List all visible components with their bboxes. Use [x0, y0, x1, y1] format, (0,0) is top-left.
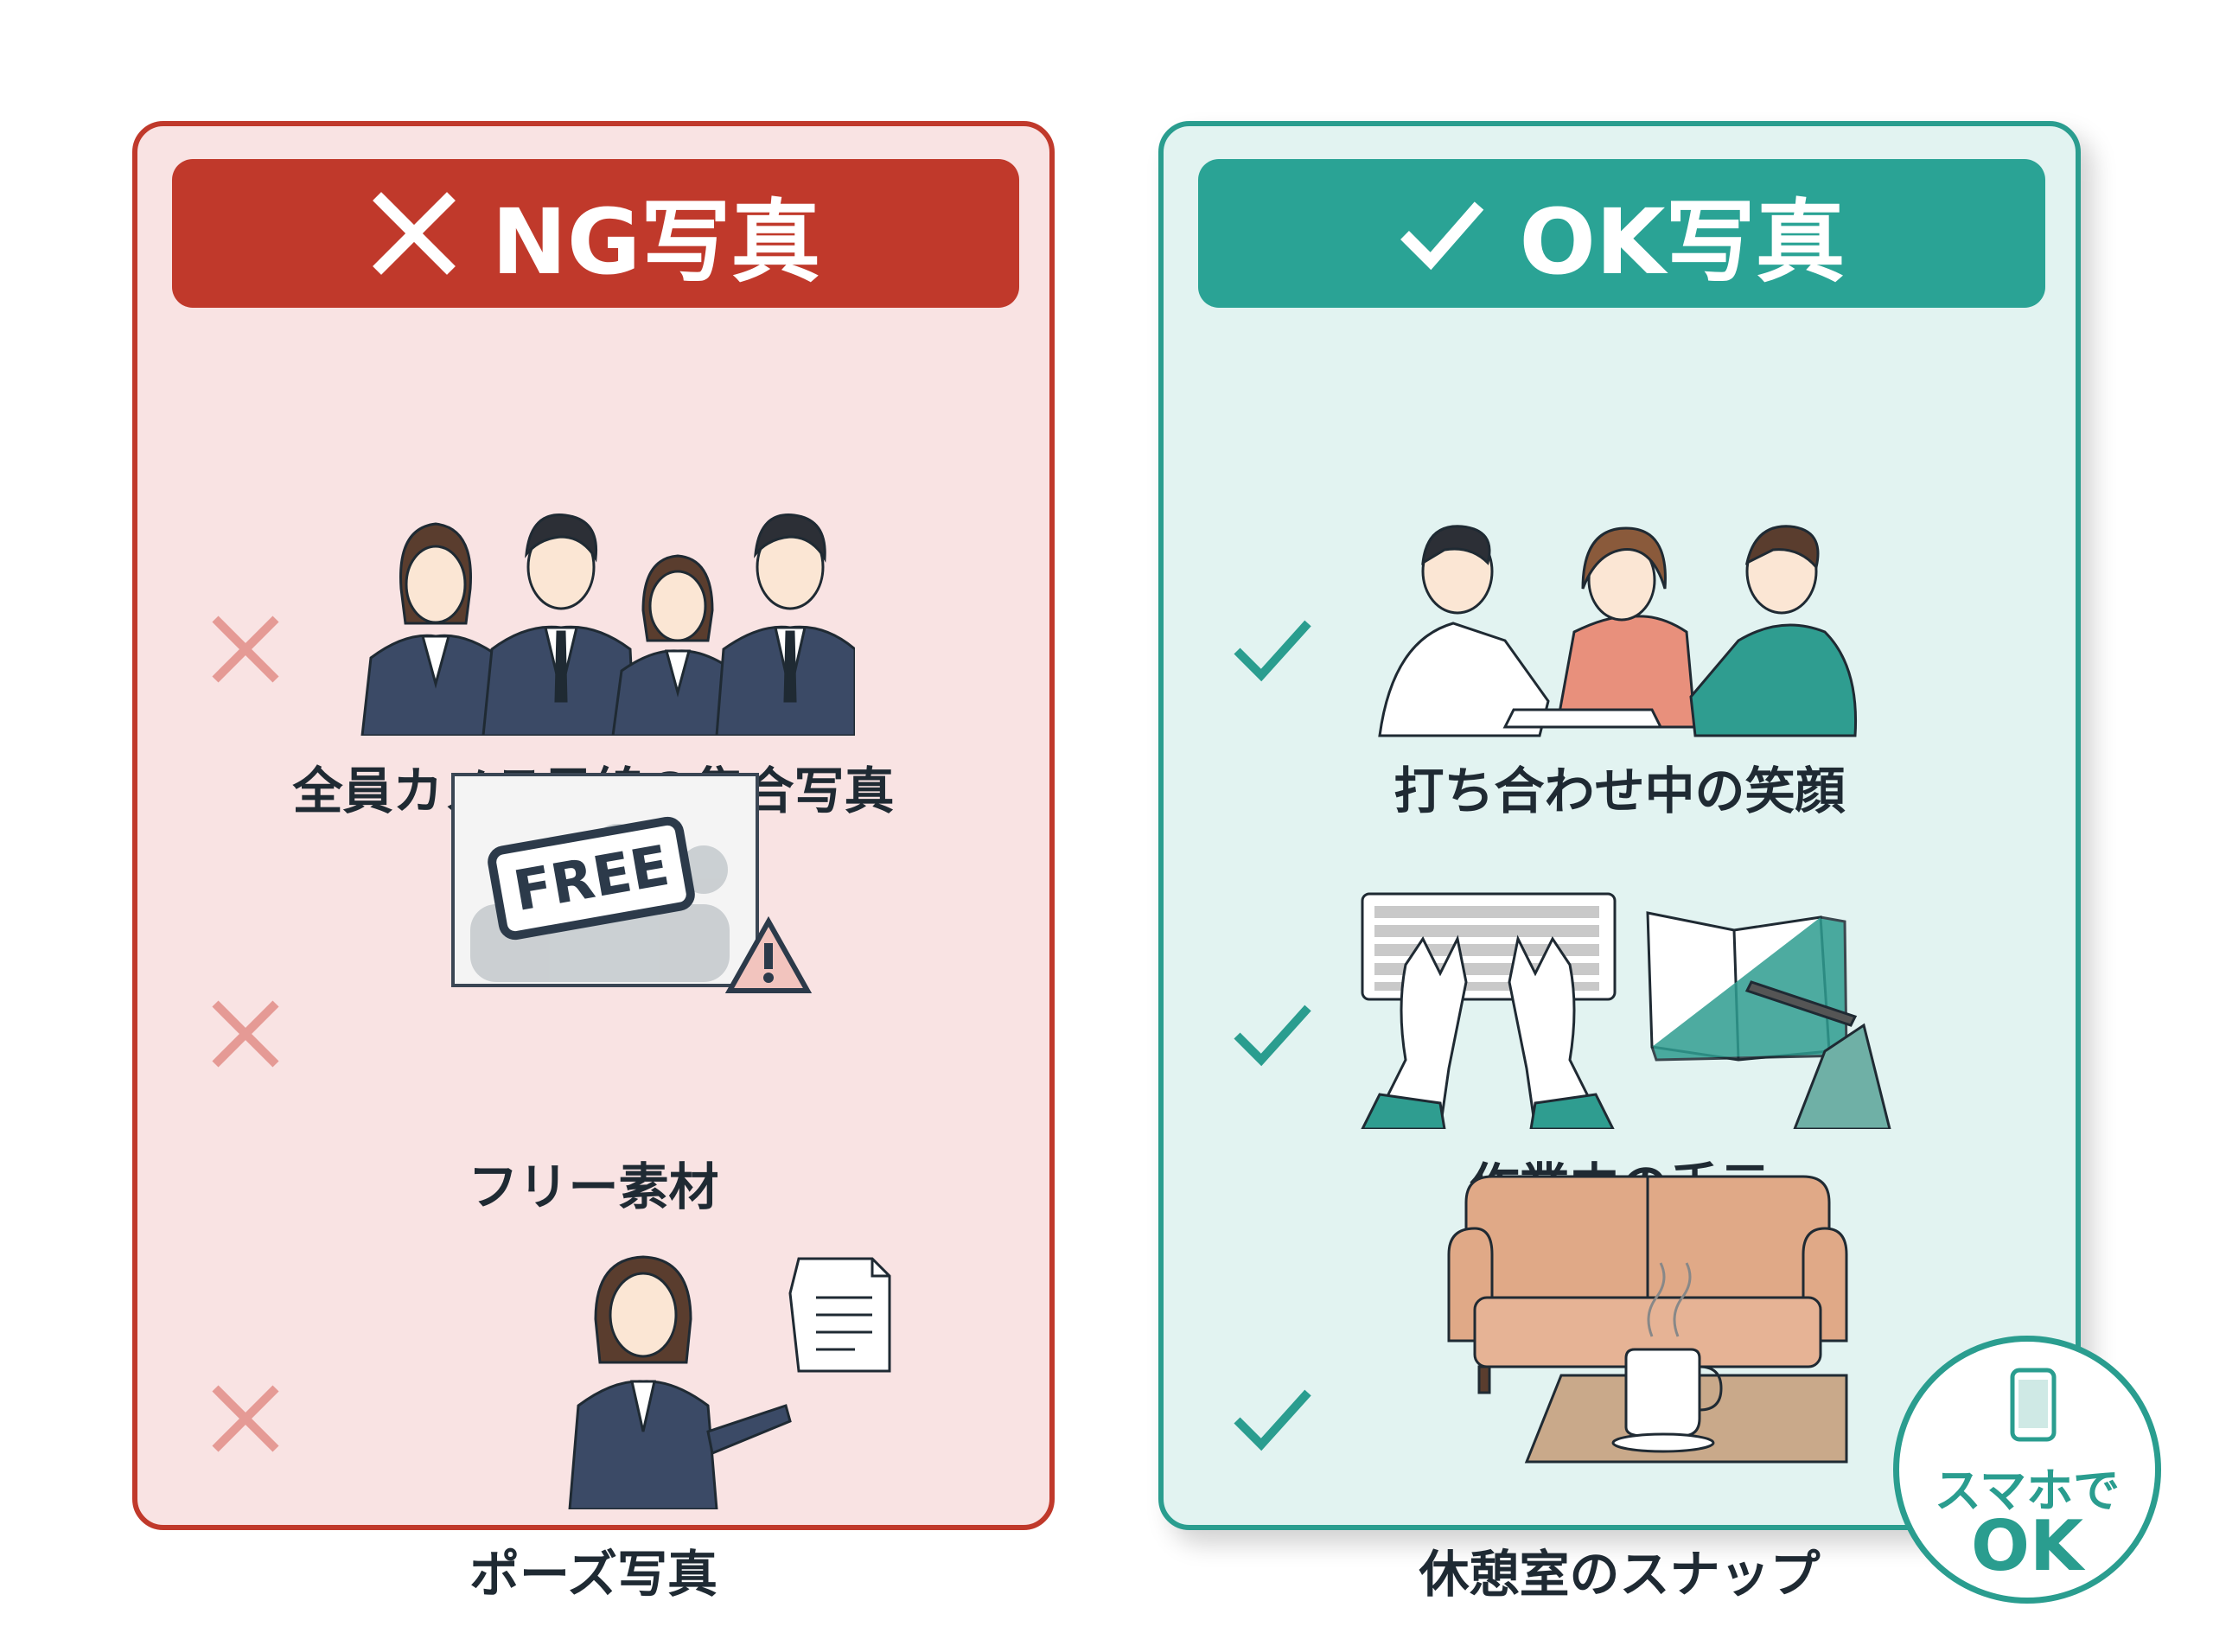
- free-stock-photo-illustration: FREE: [451, 773, 813, 993]
- ng-panel: NG写真: [132, 121, 1055, 1604]
- check-mark-icon: [1234, 1005, 1311, 1067]
- ok-panel: OK写真 打ち合わせ中の笑顔: [1158, 121, 2081, 1604]
- smartphone-ok-badge: スマホで OK: [1893, 1336, 2161, 1604]
- ng-item-label: ポーズ写真: [469, 1545, 718, 1604]
- cross-mark-icon: [212, 1000, 279, 1068]
- ng-header: NG写真: [172, 159, 1019, 308]
- badge-line1: スマホで: [1934, 1464, 2121, 1518]
- check-icon: [1400, 201, 1484, 271]
- check-mark-icon: [1234, 1389, 1311, 1451]
- group-photo-illustration: [360, 513, 855, 736]
- cross-icon: [372, 192, 456, 275]
- ng-item-label: フリー素材: [468, 1158, 719, 1216]
- posed-photo-illustration: [568, 1255, 891, 1509]
- ok-title: OK写真: [1519, 188, 1846, 295]
- break-room-illustration: [1447, 1175, 1848, 1464]
- smartphone-icon: [2010, 1368, 2057, 1442]
- meeting-smile-illustration: [1378, 525, 1858, 737]
- badge-line2: OK: [1971, 1506, 2083, 1586]
- cross-mark-icon: [212, 1385, 279, 1452]
- check-mark-icon: [1234, 620, 1311, 682]
- ok-item-label: 打ち合わせ中の笑顔: [1393, 762, 1846, 820]
- cross-mark-icon: [212, 616, 279, 683]
- ng-title: NG写真: [491, 188, 821, 295]
- ok-item-label: 休憩室のスナップ: [1419, 1545, 1821, 1604]
- ok-header: OK写真: [1198, 159, 2045, 308]
- working-hands-illustration: [1361, 892, 1891, 1129]
